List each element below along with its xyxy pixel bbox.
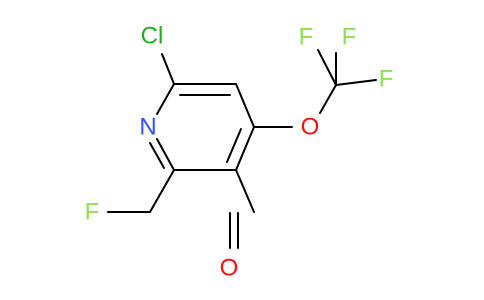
trifluoromethyl-fluorine-right-atom: F [379, 66, 394, 93]
chlorine-atom: Cl [141, 23, 164, 50]
bond-o-cf3 [319, 84, 337, 114]
bond-double-c4-c3 [226, 128, 242, 163]
fluoromethyl-fluorine-atom: F [85, 199, 100, 226]
bond-cf3-f-left [317, 49, 337, 86]
ether-oxygen-atom: O [301, 114, 320, 141]
bond-c2-cl [161, 53, 175, 85]
bond-cf3-f-right [335, 79, 377, 86]
bond-double-c5-n [149, 142, 165, 169]
trifluoromethyl-fluorine-left-atom: F [299, 24, 314, 51]
bond-c5-n [156, 138, 175, 171]
bond-c1-c4 [235, 83, 255, 128]
atom-labels: Cl N O O F F F F [85, 23, 394, 282]
bond-c4-c3 [235, 126, 255, 171]
aldehyde-oxygen-atom: O [220, 255, 239, 282]
bonds [107, 49, 377, 249]
bond-n-c2 [156, 83, 175, 115]
bond-c3-cho [235, 169, 255, 213]
bond-c5-ch2 [149, 169, 175, 213]
trifluoromethyl-fluorine-top-atom: F [342, 24, 357, 51]
nitrogen-atom: N [139, 114, 156, 141]
